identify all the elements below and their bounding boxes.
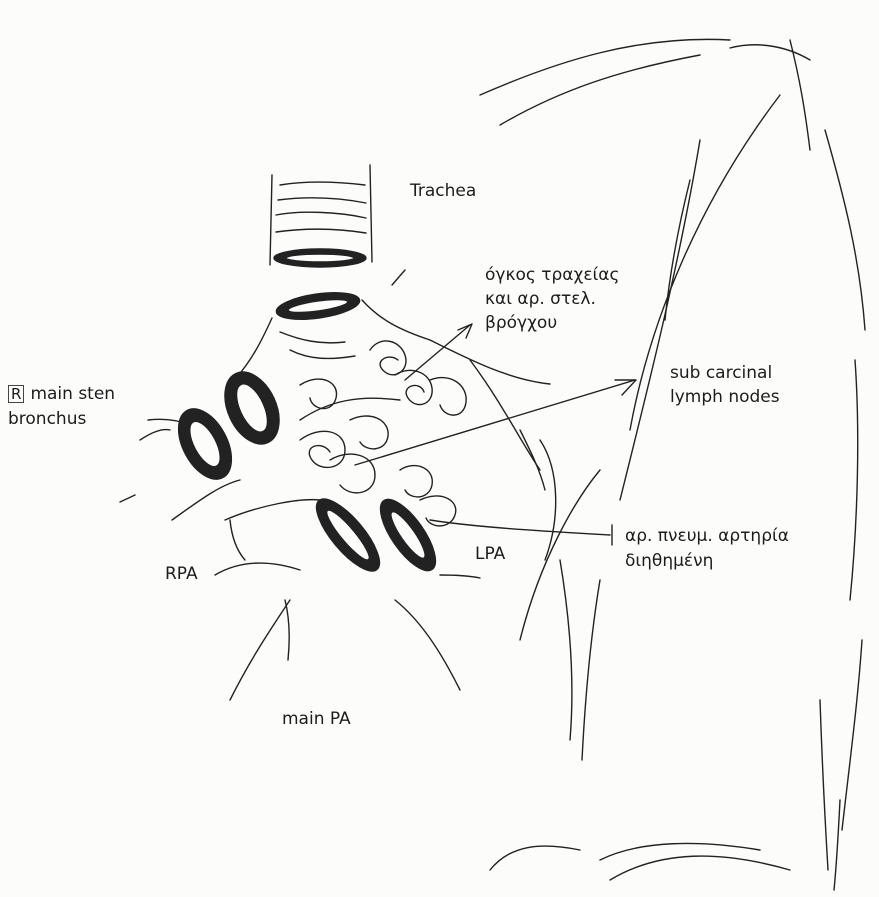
- trachea-segment: [270, 165, 372, 267]
- label-left-pa-2: διηθημένη: [625, 550, 713, 572]
- heart-outline: [480, 39, 865, 890]
- label-main-pa: main PA: [282, 708, 351, 730]
- label-left-pa-1: αρ. πνευμ. αρτηρία: [625, 525, 789, 547]
- label-tumor-1: όγκος τραχείας: [485, 264, 619, 286]
- label-tumor-2: και αρ. στελ.: [485, 288, 596, 310]
- label-right-bronchus-2: bronchus: [8, 408, 86, 430]
- label-lpa: LPA: [475, 543, 505, 565]
- r-marker: R: [8, 385, 24, 403]
- label-subcarinal-2: lymph nodes: [670, 386, 780, 408]
- label-bronchus-line1: main sten: [30, 384, 115, 404]
- right-bronchus: [120, 400, 242, 520]
- label-rpa: RPA: [165, 563, 198, 585]
- label-subcarinal-1: sub carcinal: [670, 362, 772, 384]
- label-tumor-3: βρόγχου: [485, 312, 557, 334]
- label-trachea: Trachea: [410, 180, 476, 202]
